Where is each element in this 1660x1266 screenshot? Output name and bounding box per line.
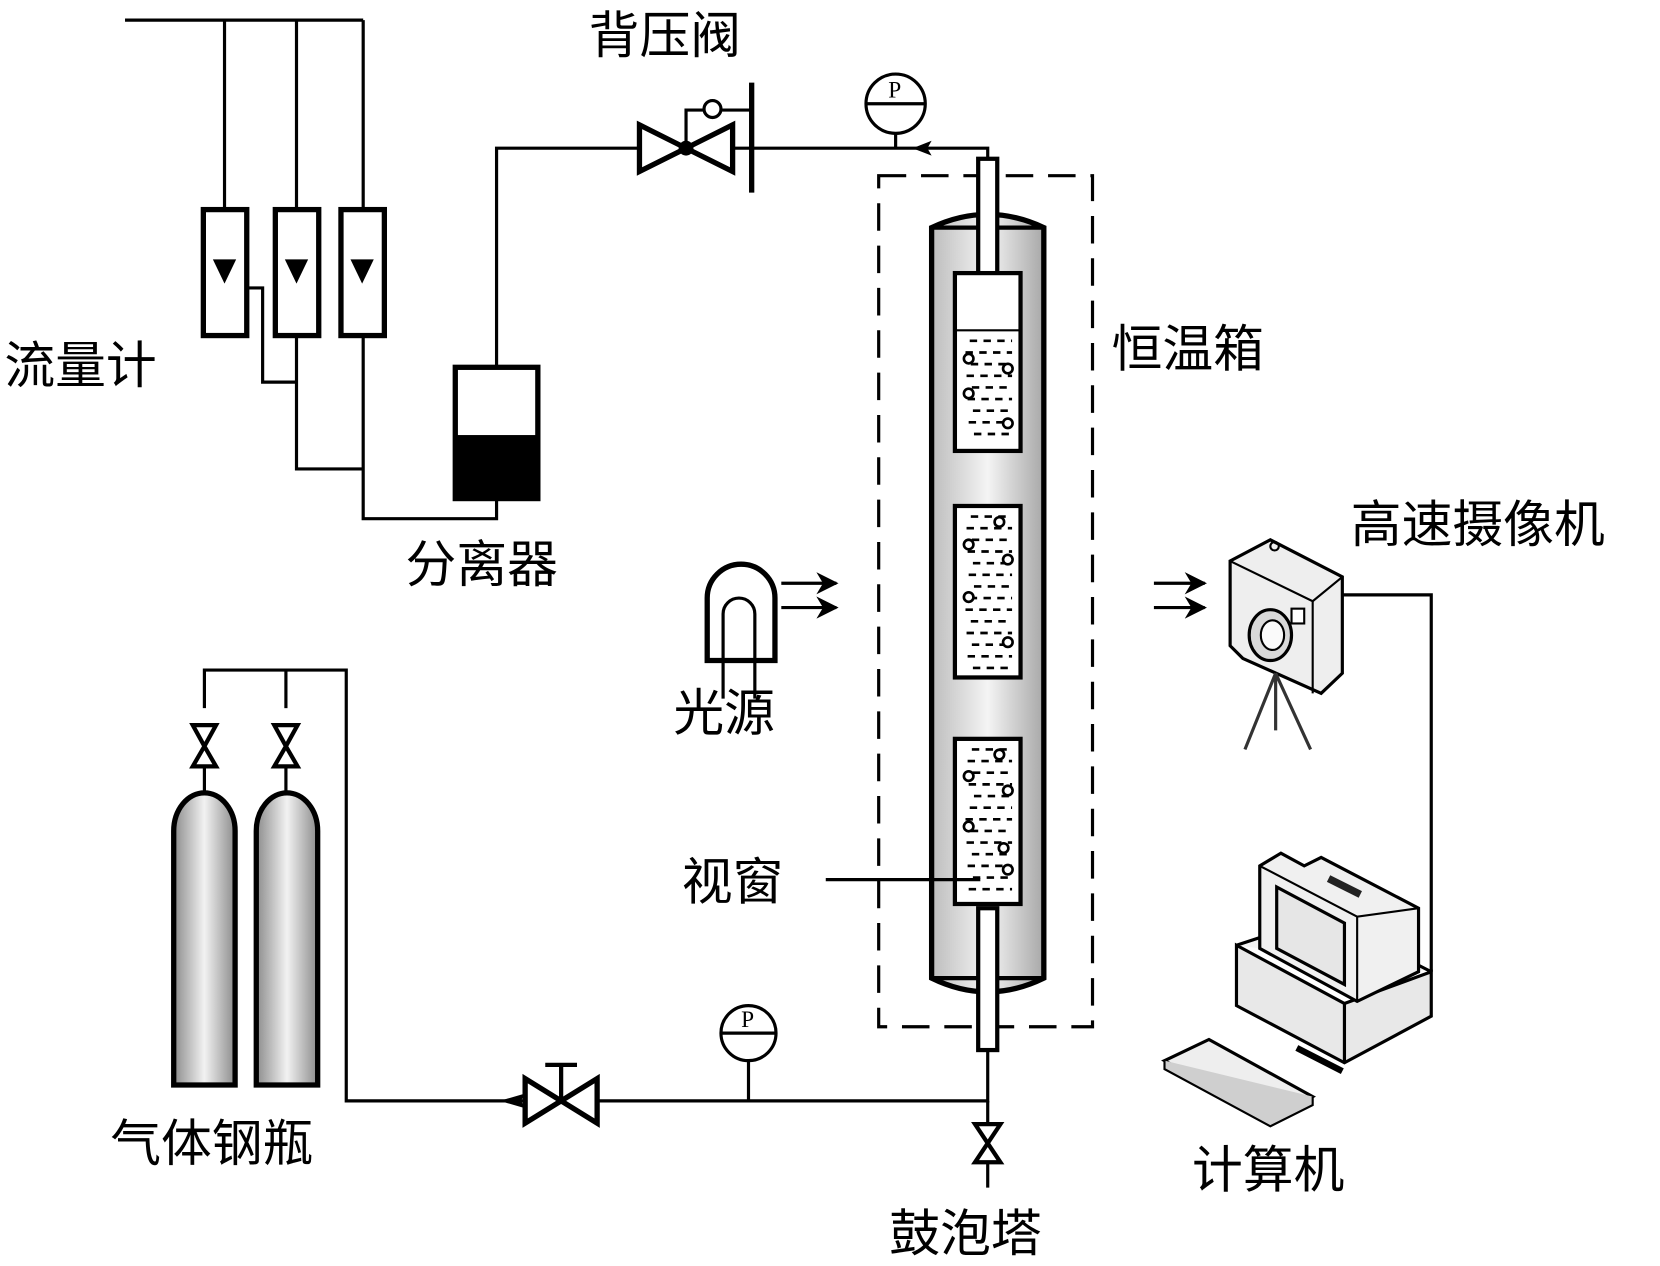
flowmeter-group: 流量计 [4, 18, 499, 521]
view-window [952, 736, 1023, 907]
camera-to-computer-cable [1342, 593, 1433, 972]
gauge-letter: P [888, 77, 901, 103]
pressure-gauge-top: P [864, 72, 927, 149]
camera-icon [1228, 538, 1344, 751]
bubble [962, 538, 975, 551]
inlet-line [597, 1050, 990, 1103]
separator[interactable]: 分离器 [406, 146, 640, 594]
bubble [962, 352, 975, 365]
computer-icon [1161, 851, 1433, 1128]
bubble-column-label: 鼓泡塔 [889, 1204, 1041, 1263]
back-pressure-valve[interactable]: 背压阀 [589, 6, 755, 193]
bubble [993, 748, 1006, 761]
gas-cylinders-label: 气体钢瓶 [110, 1114, 313, 1173]
float-indicator-icon [284, 259, 309, 284]
gas-cylinders: 气体钢瓶 [110, 668, 530, 1173]
flowmeter-3[interactable] [338, 206, 388, 339]
bubble [1001, 784, 1014, 797]
bubble [993, 515, 1006, 529]
gas-supply-line [202, 668, 530, 1103]
bubble [1001, 636, 1014, 649]
light-source: 光源 [673, 561, 839, 742]
flowmeter-2[interactable] [272, 206, 322, 339]
thermostat-box-label: 恒温箱 [1112, 319, 1264, 378]
column-outlet-line [732, 146, 990, 159]
bubble [1001, 553, 1014, 566]
high-speed-camera-label: 高速摄像机 [1351, 495, 1605, 554]
bubble [1001, 417, 1014, 430]
bubble [962, 387, 975, 400]
bubble [962, 770, 975, 783]
cylinder-valve-1[interactable] [189, 722, 220, 769]
bubble [962, 591, 975, 604]
separator-label: 分离器 [406, 535, 558, 594]
float-indicator-icon [350, 259, 374, 284]
cylinder-valve-2[interactable] [270, 722, 302, 769]
view-window [952, 270, 1023, 454]
flowmeter-label: 流量计 [4, 336, 156, 395]
bubble [962, 820, 975, 833]
bubble-column[interactable] [928, 156, 1047, 1053]
pressure-gauge-bottom: P [719, 1004, 778, 1101]
inlet-control-valve[interactable] [522, 1062, 600, 1128]
computer-label: 计算机 [1192, 1141, 1344, 1200]
gas-cylinder-1[interactable] [171, 790, 238, 1088]
back-pressure-valve-label: 背压阀 [589, 6, 741, 65]
gauge-letter: P [741, 1007, 754, 1033]
flow-direction-arrow-icon [499, 1093, 526, 1109]
flow-direction-arrow-icon [912, 140, 932, 156]
high-speed-camera[interactable]: 高速摄像机 [1153, 495, 1605, 972]
bubble [1001, 362, 1014, 375]
flowmeter-1[interactable] [200, 206, 250, 339]
flowmeter-connection-lines [246, 286, 499, 521]
view-window-label: 视窗 [682, 853, 784, 912]
computer[interactable]: 计算机 [1161, 851, 1433, 1200]
drain-valve[interactable] [971, 1100, 1005, 1188]
light-source-label: 光源 [673, 683, 775, 742]
separator-to-valve-line [494, 146, 640, 368]
float-indicator-icon [212, 259, 237, 284]
view-window [952, 503, 1023, 680]
bubble [1001, 863, 1014, 876]
gas-outlet-line [125, 18, 365, 210]
bubble [997, 842, 1010, 855]
gas-cylinder-2[interactable] [253, 790, 321, 1088]
